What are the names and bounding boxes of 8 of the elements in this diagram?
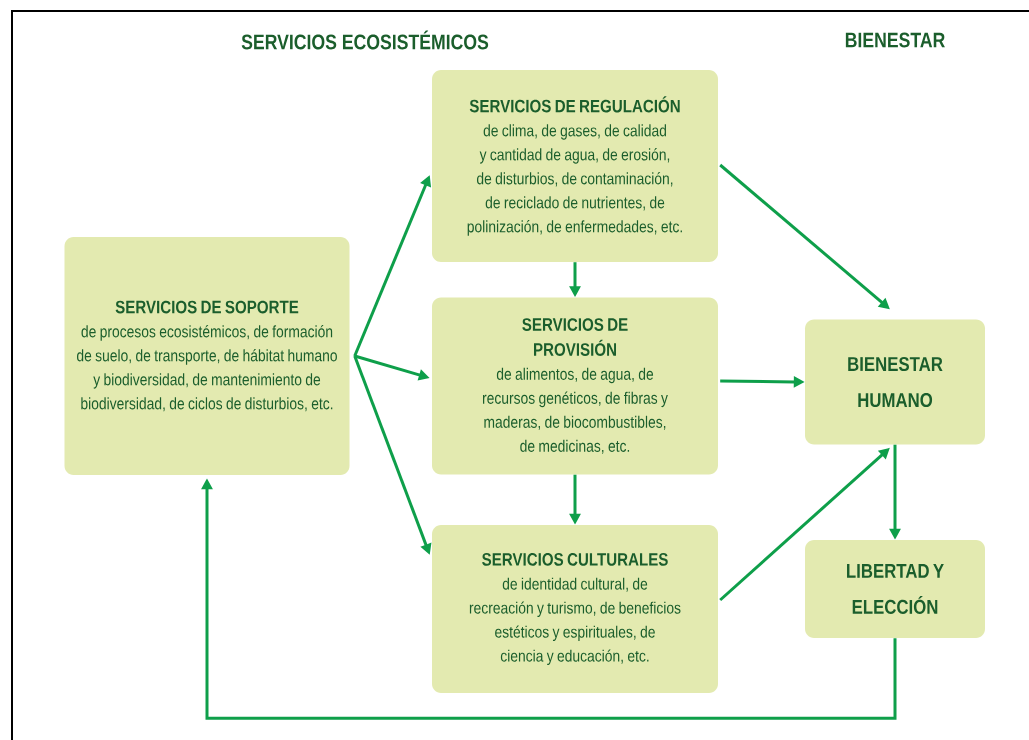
service-box: SERVICIOS DE SOPORTE de procesos ecosistémicos, de formación de suelo, de transporte, de hábitat humano y biodiversidad, de mantenimiento de biodiversidad, de ciclos de disturbios, etc. — [64, 237, 350, 475]
column-heading: SERVICIOS ECOSISTÉMICOS — [241, 30, 489, 50]
service-box: SERVICIOS CULTURALES de identidad cultural, de recreación y turismo, de beneficios estéticos y espirituales, de ciencia y educación, etc. — [432, 525, 718, 693]
service-box: SERVICIOS DE PROVISIÓN de alimentos, de agua, de recursos genéticos, de fibras y maderas, de biocombustibles, de medicinas, etc. — [432, 297, 718, 475]
wellbeing-box: BIENESTAR HUMANO — [805, 319, 985, 445]
service-box: SERVICIOS DE REGULACIÓN de clima, de gases, de calidad y cantidad de agua, de erosión, de disturbios, de contaminación, de reciclado de nutrientes, de polinización, de enfermedades, etc. — [432, 70, 718, 262]
column-heading: BIENESTAR — [845, 32, 945, 48]
wellbeing-box: LIBERTAD Y ELECCIÓN — [805, 540, 985, 638]
